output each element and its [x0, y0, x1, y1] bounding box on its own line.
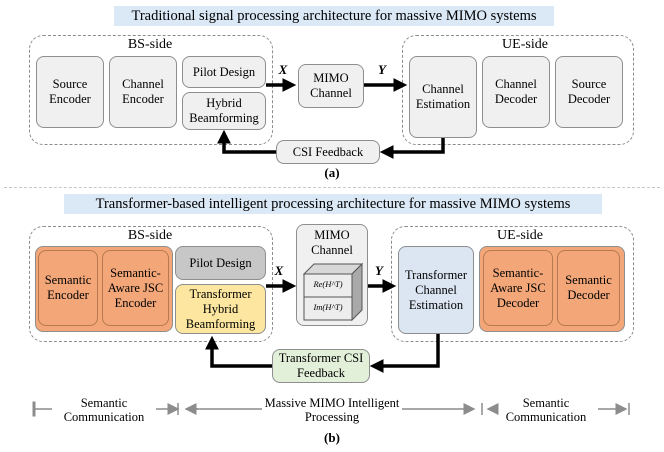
panel-a-csi-feedback: CSI Feedback [276, 140, 380, 164]
panel-b-region-left: Semantic Communication [63, 396, 145, 424]
panel-b-feedback-line-left [205, 335, 272, 368]
panel-a-source-encoder: Source Encoder [36, 56, 104, 128]
panel-b-region-mid: Massive MIMO Intelligent Processing [264, 396, 400, 424]
panel-a-caption: (a) [324, 165, 340, 180]
panel-b-title: Transformer-based intelligent processing… [64, 194, 602, 214]
panel-b-region-arrows [32, 401, 630, 417]
panel-b-semantic-encoder: Semantic Encoder [38, 250, 98, 326]
panel-a-source-decoder: Source Decoder [555, 56, 623, 128]
panel-separator [4, 187, 660, 188]
panel-b-x-label: X [274, 263, 284, 278]
panel-a-mimo-channel: MIMO Channel [298, 64, 364, 108]
panel-b-channel-cube [302, 262, 364, 322]
panel-a-y-label: Y [378, 62, 386, 77]
panel-a-ue-label: UE-side [502, 37, 548, 52]
panel-b-region-right: Semantic Communication [505, 396, 587, 424]
panel-b-pilot-design: Pilot Design [175, 246, 266, 280]
panel-a-channel-decoder: Channel Decoder [482, 56, 550, 128]
panel-b-jsc-decoder: Semantic-Aware JSC Decoder [483, 250, 553, 326]
panel-b-y-label: Y [375, 263, 383, 278]
panel-b-jsc-encoder: Semantic-Aware JSC Encoder [102, 250, 169, 326]
panel-b-mimo-channel-label: MIMO Channel [311, 228, 353, 257]
panel-a-bs-label: BS-side [127, 37, 173, 52]
panel-b-ue-label: UE-side [497, 228, 543, 243]
panel-a-bs-group [29, 35, 273, 145]
panel-b-transformer-csi-feedback: Transformer CSI Feedback [272, 349, 370, 383]
panel-a-channel-encoder: Channel Encoder [109, 56, 177, 128]
panel-a-hybrid-beamforming: Hybrid Beamforming [182, 92, 266, 130]
panel-a-channel-estimation: Channel Estimation [409, 56, 477, 138]
panel-a-feedback-line-right [379, 138, 445, 159]
panel-a-title: Traditional signal processing architectu… [114, 6, 554, 26]
panel-a-x-label: X [278, 62, 288, 77]
panel-b-bs-label: BS-side [127, 228, 173, 243]
panel-b-semantic-decoder: Semantic Decoder [557, 250, 620, 326]
panel-b-transformer-channel-estimation: Transformer Channel Estimation [398, 246, 474, 334]
panel-b-cube-im: Im(H^T) [313, 302, 343, 312]
panel-a-pilot-design: Pilot Design [182, 56, 266, 88]
panel-b-transformer-hybrid-beamforming: Transformer Hybrid Beamforming [175, 284, 266, 334]
panel-b-caption: (b) [324, 430, 340, 445]
panel-b-cube-re: Re(H^T) [313, 279, 343, 289]
panel-b-bs-group [29, 226, 273, 342]
panel-a-feedback-line-left [217, 129, 276, 154]
panel-b-feedback-line-right [369, 334, 440, 373]
